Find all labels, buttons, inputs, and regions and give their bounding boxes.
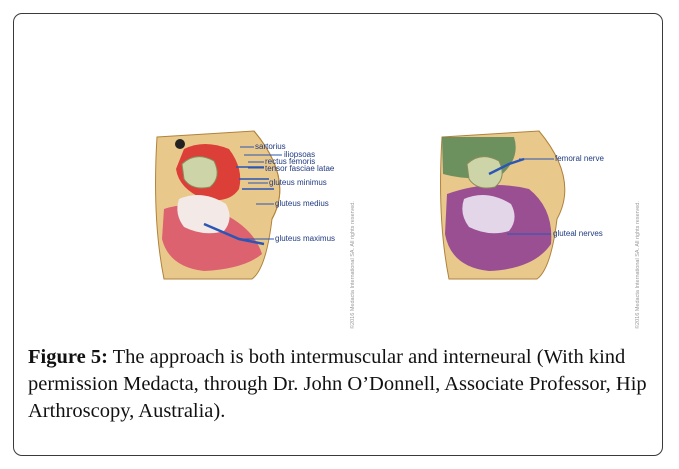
label-gluteus-minimus: gluteus minimus (269, 178, 327, 187)
label-gluteal-nerves: gluteal nerves (553, 229, 603, 238)
copyright-left: ©2016 Medacta International SA. All righ… (349, 201, 356, 329)
label-tensor-fasciae-latae: tensor fasciae latae (265, 164, 335, 173)
nerve-cross-section-illustration: femoral nerve gluteal nerves ©2016 Medac… (429, 119, 649, 344)
label-gluteus-maximus: gluteus maximus (275, 234, 335, 243)
figure-caption-text: The approach is both intermuscular and i… (28, 346, 647, 422)
copyright-right: ©2016 Medacta International SA. All righ… (634, 201, 641, 329)
muscle-cross-section-illustration: sartorius iliopsoas rectus femoris tenso… (144, 119, 364, 344)
figure-label: Figure 5: (28, 346, 108, 368)
figure-caption: Figure 5: The approach is both intermusc… (28, 344, 654, 425)
figure-frame: sartorius iliopsoas rectus femoris tenso… (13, 13, 663, 456)
label-gluteus-medius: gluteus medius (275, 199, 329, 208)
label-sartorius: sartorius (255, 142, 286, 151)
label-femoral-nerve: femoral nerve (555, 154, 604, 163)
